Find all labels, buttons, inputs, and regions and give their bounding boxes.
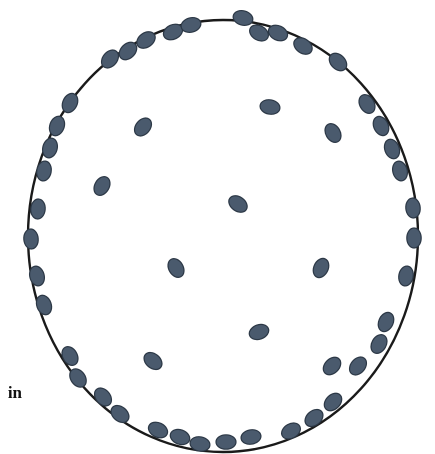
boundary-particle [356,92,378,117]
boundary-particle [291,34,316,57]
boundary-particle [407,228,421,248]
boundary-particle [108,402,133,426]
interior-particle [131,115,155,140]
boundary-particle [375,310,397,334]
boundary-particle [326,50,350,74]
interior-particle [247,322,271,342]
boundary-particle [240,428,262,446]
boundary-particle [320,354,344,378]
interior-particle [322,121,344,146]
interior-particle [310,256,332,280]
boundary-circle [28,20,418,452]
boundary-particle [346,354,370,379]
boundary-particle [405,197,421,218]
boundary-particle [23,228,39,249]
boundary-particle [279,420,304,442]
boundary-particle [231,8,254,27]
boundary-particle [302,406,327,430]
particles-group [23,8,421,452]
side-label: in [0,384,22,401]
boundary-particle [146,419,170,441]
interior-particle [91,174,113,199]
boundary-particle [134,28,159,51]
boundary-particle [321,390,345,414]
boundary-particle [30,198,46,219]
interior-particle [165,256,187,281]
interior-particle [259,98,281,116]
interior-particle [141,349,166,373]
boundary-particle [370,114,392,138]
boundary-particle [35,160,53,182]
boundary-particle [59,344,81,369]
boundary-particle [40,136,59,159]
boundary-particle [91,385,115,410]
boundary-particle [216,435,236,449]
interior-particle [226,192,251,215]
